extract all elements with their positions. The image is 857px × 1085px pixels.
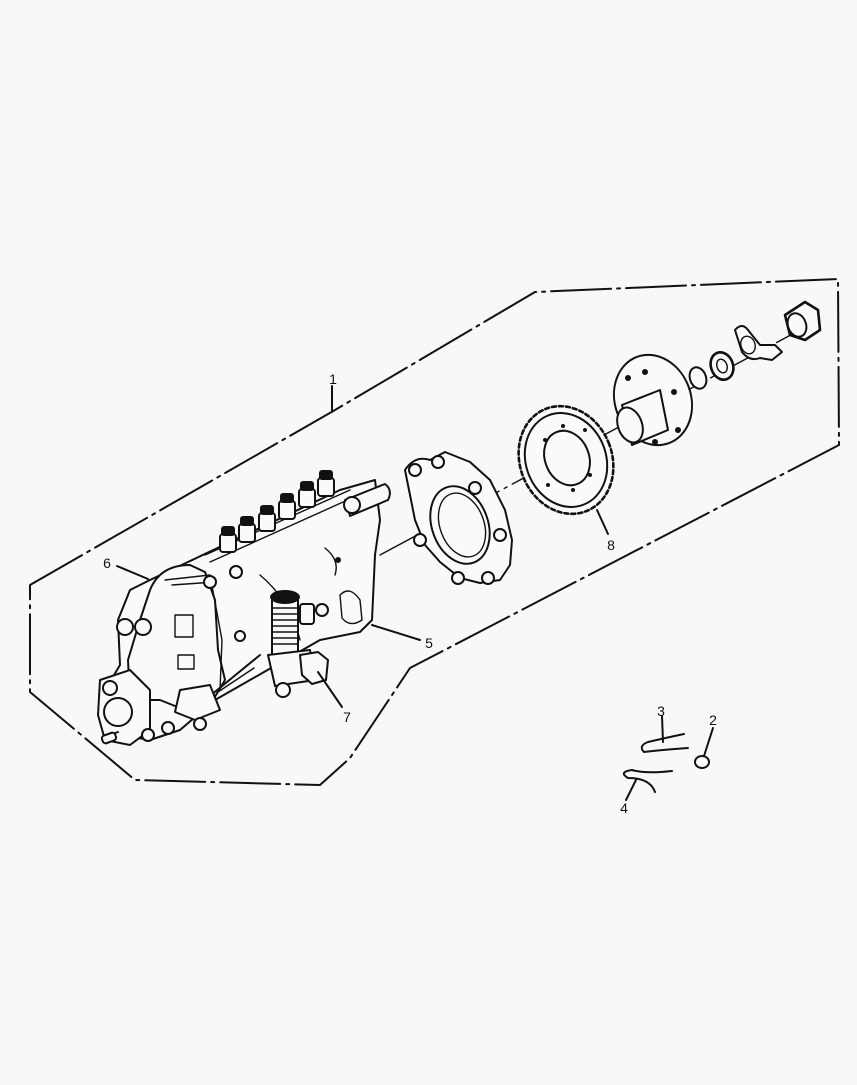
callout-7: 7 [343,709,351,725]
injection-pump-body [97,470,391,746]
coupling-hub [612,353,694,447]
leader-8 [596,509,609,535]
callout-5: 5 [425,635,433,651]
callout-2: 2 [709,712,717,728]
cap-2 [694,727,714,769]
clip-4 [622,769,673,801]
callout-4: 4 [620,800,628,816]
leader-6 [116,565,149,580]
callout-6: 6 [103,555,111,571]
callout-3: 3 [657,703,665,719]
feed-pump [267,590,329,698]
delivery-valves [219,470,335,553]
callout-8: 8 [607,537,615,553]
clip-3 [640,715,689,753]
leader-5 [371,624,421,641]
assembly-boundary [29,278,840,786]
hex-nut [709,351,735,381]
washer [688,366,708,390]
timer-housing [404,451,513,585]
leader-7 [317,671,343,708]
drive-gear [517,404,615,516]
callout-1: 1 [329,371,337,387]
lock-plate [734,325,783,361]
